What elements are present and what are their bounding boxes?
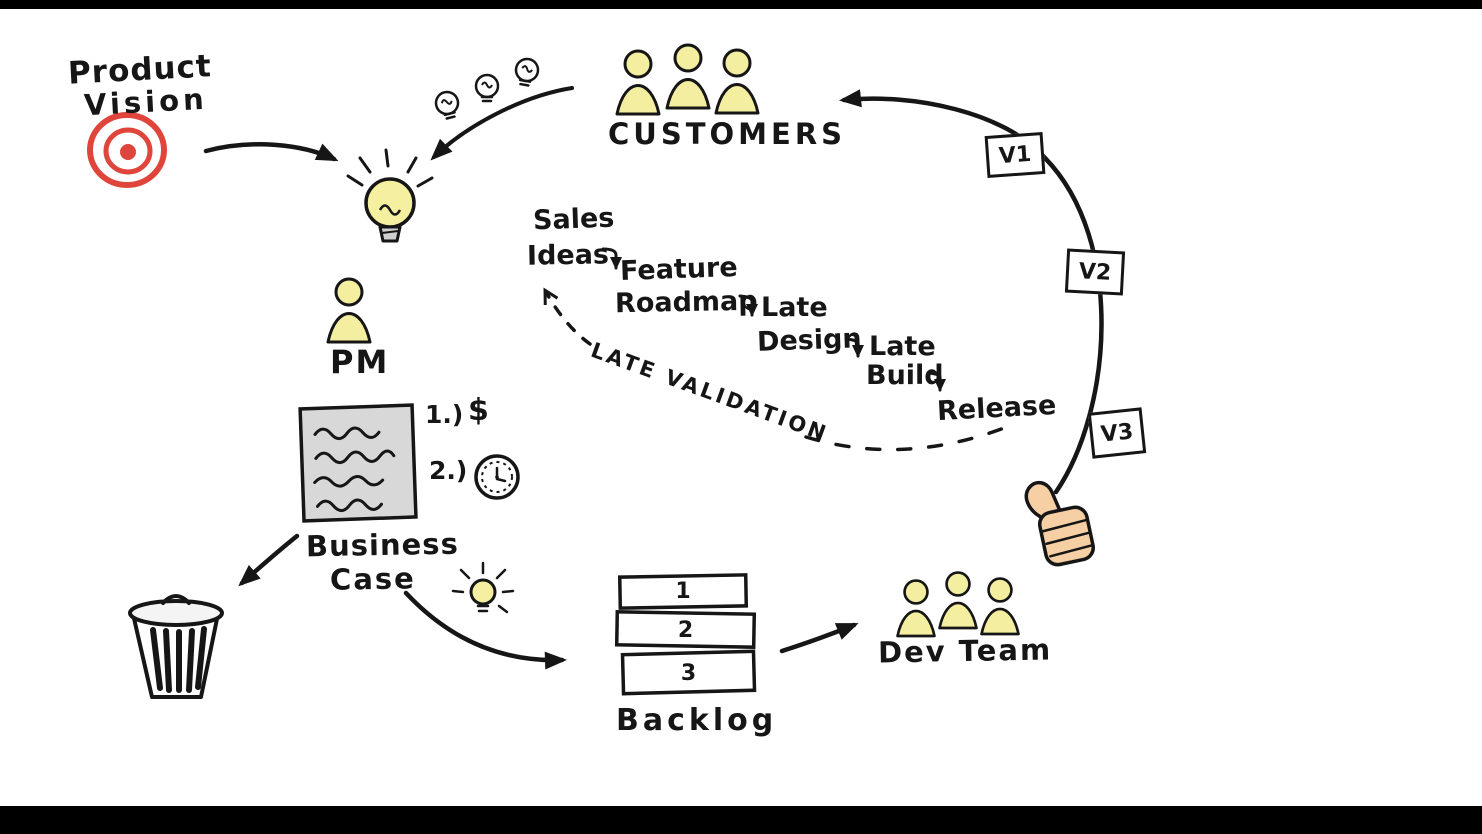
- arrow-vision-to-idea: [203, 142, 339, 162]
- dollar-sign: $: [468, 393, 489, 428]
- backlog-item-3: 3: [680, 661, 697, 686]
- dev-team-icon: [896, 571, 1020, 638]
- customers-label: CUSTOMERS: [608, 117, 847, 151]
- arrow-case-to-trash: [238, 533, 300, 587]
- backlog-label: Backlog: [616, 703, 778, 738]
- version-box-v1: V1: [984, 132, 1046, 178]
- clock-icon: [474, 454, 520, 500]
- flow-step-ideas: Ideas: [526, 239, 610, 272]
- backlog-item-1: 1: [675, 579, 691, 604]
- mini-lightbulb-icon: [432, 88, 463, 122]
- business-case-line2: Case: [329, 561, 417, 597]
- mini-lightbulb-icon: [474, 73, 500, 103]
- thumbs-up-icon: [1024, 480, 1095, 567]
- arrow-release-to-customers: [839, 89, 1104, 495]
- mini-lightbulb-icon: [512, 56, 541, 88]
- flow-step-design: Design: [756, 323, 863, 358]
- arrow-backlog-to-devteam: [779, 622, 859, 654]
- business-case-doc-icon: [298, 403, 418, 523]
- trash-icon: [128, 594, 224, 699]
- dev-team-label: Dev Team: [877, 632, 1053, 670]
- idea-lightbulb-icon: [346, 148, 434, 243]
- pm-label: PM: [330, 343, 390, 381]
- flow-step-late-design-1: Late: [761, 292, 828, 323]
- flow-step-sales: Sales: [532, 202, 615, 237]
- backlog-rows: [614, 573, 757, 696]
- business-note-1: 1.): [425, 400, 464, 429]
- business-case-line1: Business: [305, 526, 460, 564]
- backlog-item-2: 2: [677, 618, 694, 643]
- flow-step-arrows: [601, 247, 946, 392]
- flow-step-build: Build: [866, 360, 944, 391]
- idea-spark-icon: [451, 561, 515, 614]
- customers-icon: [615, 43, 760, 116]
- version-box-v3: V3: [1087, 407, 1147, 459]
- flow-step-roadmap: Roadmap: [614, 285, 758, 320]
- flow-step-late-build: Late: [869, 331, 936, 362]
- flow-step-feature: Feature: [619, 251, 739, 288]
- arrow-case-to-backlog: [403, 590, 567, 670]
- business-note-2: 2.): [429, 456, 468, 485]
- bullseye-icon: [87, 112, 167, 188]
- flow-step-release: Release: [936, 389, 1058, 428]
- version-box-v2: V2: [1064, 248, 1126, 296]
- bottom-letterbox-bar: [0, 806, 1482, 834]
- top-letterbox-bar: [0, 0, 1482, 9]
- product-vision-line2: Vision: [83, 81, 209, 123]
- arrow-customers-to-idea: [430, 86, 574, 161]
- late-validation-curve: [543, 287, 1006, 452]
- pm-icon: [326, 277, 372, 344]
